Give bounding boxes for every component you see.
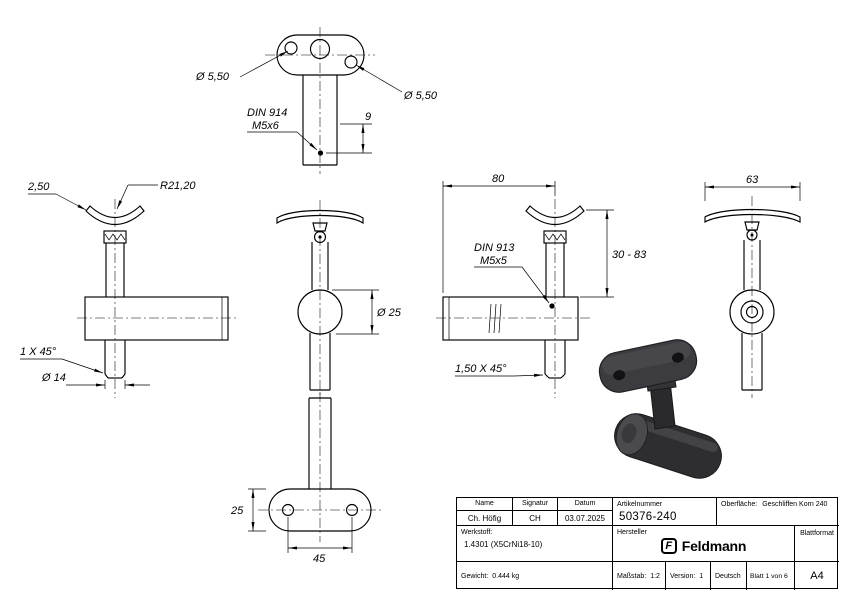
sheet-format-value-cell: A4 — [794, 561, 839, 590]
signature-header: Signatur — [512, 498, 557, 510]
surface-value: Geschliffen Korn 240 — [762, 501, 828, 508]
sheet-format-label-cell: Blattformat — [794, 525, 839, 561]
dim-plate-width: 25 — [230, 505, 244, 517]
set-screw-dot-2 — [549, 303, 555, 309]
material-cell: Werkstoff: 1.4301 (X5CrNi18-10) — [457, 525, 612, 561]
sheet-info-value: Blatt 1 von 6 — [750, 572, 788, 580]
article-number-value: 50376-240 — [619, 511, 677, 523]
set-screw-dot — [317, 150, 324, 156]
din913-size: M5x5 — [480, 255, 508, 267]
surface-label: Oberfläche: — [721, 501, 758, 508]
surface-cell: Oberfläche: Geschliffen Korn 240 — [716, 498, 839, 525]
view-front-right: 63 — [704, 174, 801, 398]
view-side-right: 80 30 - 83 DIN 913 M5x5 1,50 X 45° — [436, 173, 647, 398]
sheet-format-label: Blattformat — [800, 530, 834, 537]
language-cell: Deutsch — [710, 561, 746, 590]
view-3d-render — [598, 339, 722, 479]
weight-value: 0.444 kg — [492, 572, 520, 580]
dim-saddle-radius: R21,20 — [160, 180, 196, 192]
din914-size: M5x6 — [252, 120, 280, 132]
dim-height-range: 30 - 83 — [612, 249, 647, 261]
manufacturer-label: Hersteller — [617, 529, 647, 536]
date-value: 03.07.2025 — [557, 510, 612, 525]
view-top-plan: Ø 5,50 Ø 5,50 DIN 914 M5x6 9 — [195, 27, 438, 174]
dim-hole-spacing: 45 — [313, 553, 326, 565]
view-front-left: Ø 25 — [276, 200, 402, 398]
sheet-info-cell: Blatt 1 von 6 — [746, 561, 794, 590]
dim-hole-right: Ø 5,50 — [403, 90, 438, 102]
dim-hole-left: Ø 5,50 — [195, 71, 230, 83]
material-value: 1.4301 (X5CrNi18-10) — [464, 540, 543, 549]
dim-chamfer-right: 1,50 X 45° — [455, 363, 507, 375]
dim-screw-depth: 9 — [365, 111, 371, 123]
language-value: Deutsch — [715, 572, 741, 580]
dim-chamfer-left: 1 X 45° — [20, 346, 57, 358]
version-label: Version: — [670, 572, 696, 580]
material-label: Werkstoff: — [461, 529, 493, 536]
view-bottom: 25 45 — [230, 392, 382, 565]
feldmann-logo-text: Feldmann — [681, 538, 747, 554]
manufacturer-cell: Hersteller F Feldmann — [612, 525, 794, 561]
article-number-label: Artikelnummer — [617, 501, 663, 508]
sheet-format-value: A4 — [810, 570, 824, 582]
weight-label: Gewicht: — [461, 572, 489, 580]
name-header: Name — [475, 500, 494, 507]
weight-cell: Gewicht: 0.444 kg — [457, 561, 612, 590]
scale-label: Maßstab: — [617, 572, 647, 580]
scale-value: 1:2 — [650, 572, 660, 580]
version-value: 1 — [699, 572, 704, 580]
signature-value: CH — [512, 510, 557, 525]
feldmann-logo: F Feldmann — [613, 538, 794, 554]
view-side-left: 2,50 R21,20 1 X 45° Ø 14 — [20, 180, 237, 398]
dim-tube-diameter: Ø 25 — [376, 307, 402, 319]
din914-label: DIN 914 — [247, 107, 287, 119]
dim-saddle-width: 63 — [746, 174, 759, 186]
name-value: Ch. Höfig — [457, 510, 512, 525]
scale-cell: Maßstab: 1:2 — [612, 561, 665, 590]
version-cell: Version: 1 — [665, 561, 710, 590]
article-number-cell: Artikelnummer 50376-240 — [612, 498, 716, 525]
date-header: Datum — [557, 498, 612, 510]
din913-label: DIN 913 — [474, 242, 515, 254]
feldmann-logo-mark: F — [660, 538, 677, 554]
dim-saddle-thickness: 2,50 — [27, 181, 50, 193]
dim-arm-length: 80 — [492, 173, 505, 185]
dim-post-diameter: Ø 14 — [41, 372, 66, 384]
title-block: Name Signatur Datum Ch. Höfig CH 03.07.2… — [456, 497, 839, 590]
